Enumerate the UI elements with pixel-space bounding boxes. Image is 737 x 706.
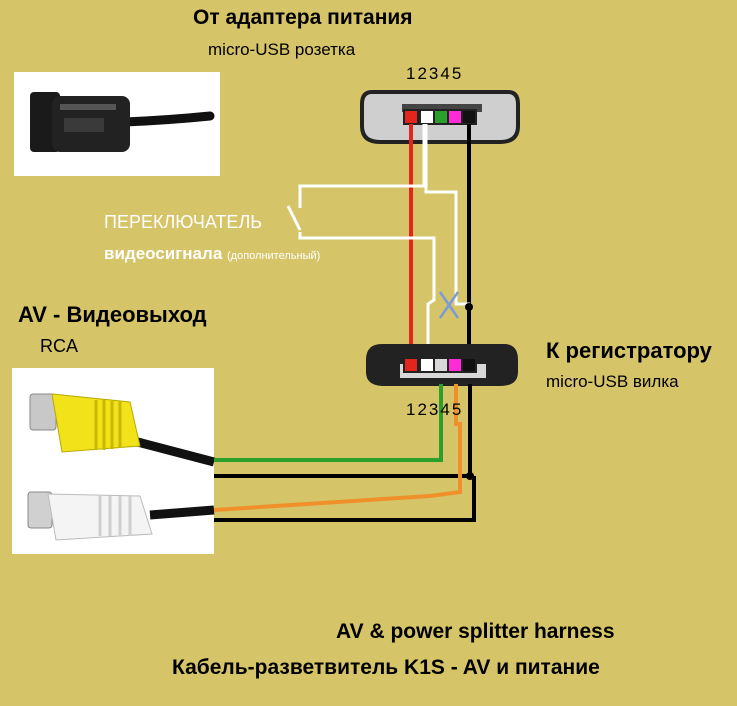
power-adapter-photo	[14, 72, 220, 176]
dvr-title: К регистратору	[546, 338, 712, 363]
switch-note: (дополнительный)	[227, 250, 321, 262]
micro-usb-socket	[360, 90, 520, 144]
wires	[286, 124, 473, 362]
switch-wire-1	[424, 124, 470, 306]
footer-russian: Кабель-разветвитель K1S - AV и питание	[172, 656, 600, 679]
av-wires	[213, 384, 476, 522]
pin-numbers-bottom: 12345	[406, 400, 464, 419]
power-subtitle: micro-USB розетка	[208, 40, 356, 59]
switch-wire-2	[298, 124, 426, 208]
switch-wire-3	[298, 232, 436, 362]
switch-subtitle: видеосигнала (дополнительный)	[104, 244, 320, 264]
footer-english: AV & power splitter harness	[336, 620, 615, 643]
micro-usb-plug	[366, 344, 518, 386]
power-title: От адаптера питания	[193, 6, 413, 29]
switch-title: ПЕРЕКЛЮЧАТЕЛЬ	[104, 212, 263, 232]
rca-connectors-photo	[12, 368, 216, 554]
black-ground-wire-2	[214, 476, 476, 522]
pin-numbers-top: 12345	[406, 64, 464, 83]
orange-wire	[213, 384, 462, 512]
dvr-subtitle: micro-USB вилка	[546, 372, 679, 391]
switch-lever	[286, 205, 302, 231]
black-ground-wire	[214, 384, 472, 478]
switch-subtitle-main: видеосигнала	[104, 244, 223, 263]
green-wire	[214, 384, 443, 462]
av-title: AV - Видеовыход	[18, 302, 207, 327]
av-subtitle: RCA	[40, 336, 79, 356]
